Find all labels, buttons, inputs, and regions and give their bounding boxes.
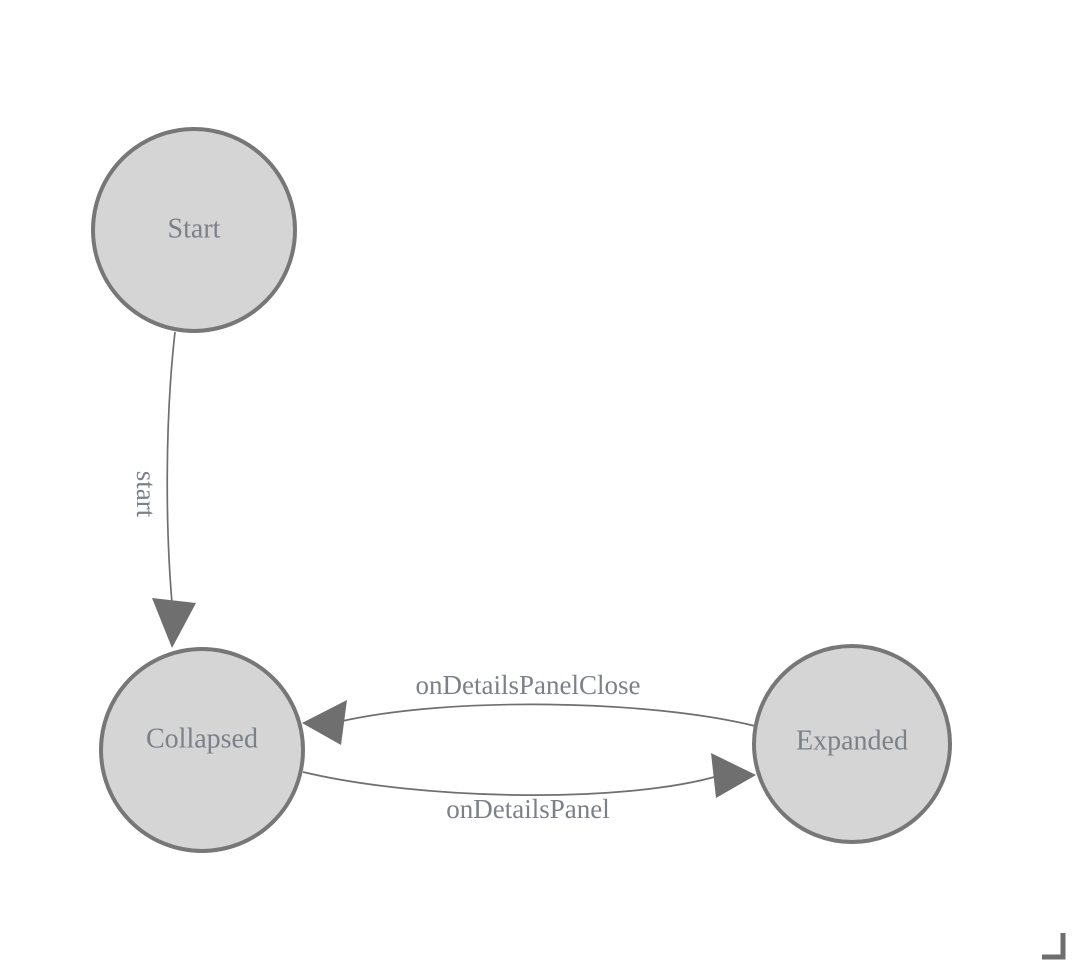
node-collapsed-circle[interactable] bbox=[99, 647, 305, 853]
edge-path-start-to-collapsed bbox=[166, 331, 176, 615]
resize-handle[interactable] bbox=[1042, 933, 1066, 960]
node-collapsed-label: Collapsed bbox=[146, 723, 258, 754]
node-expanded[interactable]: Expanded bbox=[752, 644, 952, 844]
node-expanded-circle[interactable] bbox=[752, 644, 952, 844]
edge-label-on-details-panel: onDetailsPanel bbox=[446, 794, 609, 824]
node-collapsed[interactable]: Collapsed bbox=[99, 647, 305, 853]
node-start-circle[interactable] bbox=[91, 127, 297, 333]
edge-expanded-to-collapsed[interactable]: onDetailsPanelClose bbox=[302, 670, 756, 745]
node-start[interactable]: Start bbox=[91, 127, 297, 333]
node-expanded-label: Expanded bbox=[796, 725, 908, 756]
edge-start-to-collapsed[interactable]: start bbox=[131, 331, 196, 648]
resize-handle-bracket[interactable] bbox=[1042, 933, 1066, 960]
edge-path-expanded-to-collapsed bbox=[337, 703, 756, 727]
edge-label-start: start bbox=[131, 471, 161, 518]
edge-label-on-details-panel-close: onDetailsPanelClose bbox=[416, 670, 641, 700]
edge-path-collapsed-to-expanded bbox=[302, 771, 719, 796]
edge-collapsed-to-expanded[interactable]: onDetailsPanel bbox=[302, 753, 756, 824]
arrowhead-into-expanded bbox=[711, 753, 756, 798]
node-start-label: Start bbox=[168, 213, 221, 244]
arrowhead-into-collapsed-top bbox=[152, 598, 196, 648]
arrowhead-into-collapsed-right bbox=[302, 700, 347, 745]
